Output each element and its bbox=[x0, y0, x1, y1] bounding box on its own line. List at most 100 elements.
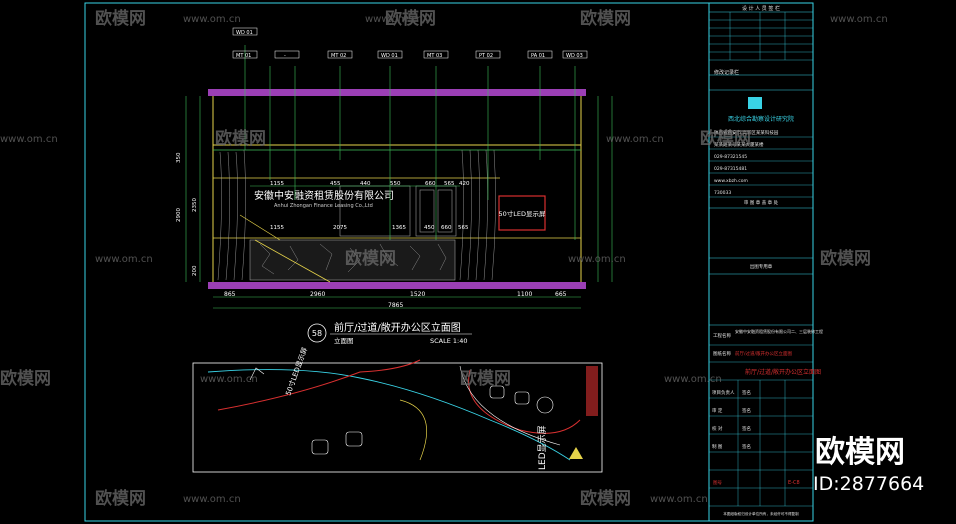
svg-text:029-87321545: 029-87321545 bbox=[714, 154, 747, 160]
wood-panel-texture bbox=[217, 149, 496, 281]
svg-text:项目负责人: 项目负责人 bbox=[712, 389, 735, 396]
svg-text:签名: 签名 bbox=[742, 407, 751, 414]
svg-text:安徽中安融资租赁股份有限公司二、三层装修工程: 安徽中安融资租赁股份有限公司二、三层装修工程 bbox=[735, 328, 823, 334]
svg-text:1520: 1520 bbox=[410, 291, 425, 298]
svg-text:欧模网: 欧模网 bbox=[95, 8, 146, 29]
company-sign-cn: 安徽中安融资租赁股份有限公司 bbox=[254, 189, 394, 202]
svg-text:陕西省西安市 高新区某某科技园: 陕西省西安市 高新区某某科技园 bbox=[714, 129, 779, 136]
svg-text:665: 665 bbox=[555, 291, 567, 298]
svg-text:www.om.cn: www.om.cn bbox=[183, 494, 241, 505]
svg-text:制 图: 制 图 bbox=[712, 443, 723, 450]
plan-led-label-right: LED显示屏 bbox=[537, 425, 548, 470]
ceiling-bar bbox=[208, 89, 586, 96]
svg-text:WD 01: WD 01 bbox=[381, 53, 398, 59]
svg-text:440: 440 bbox=[360, 181, 371, 187]
company-sign-en: Anhui Zhongan Finance Leasing Co.,Ltd bbox=[274, 203, 373, 209]
height-dims: 350 2900 2350 200 bbox=[176, 152, 198, 276]
svg-text:图纸名称: 图纸名称 bbox=[713, 350, 731, 357]
svg-text:MT 02: MT 02 bbox=[331, 53, 346, 59]
plan-led-label-left: 50寸LED显示屏 bbox=[283, 346, 309, 397]
svg-text:签名: 签名 bbox=[742, 443, 751, 450]
svg-text:www.om.cn: www.om.cn bbox=[650, 494, 708, 505]
svg-text:某某路某号某某大厦某楼: 某某路某号某某大厦某楼 bbox=[714, 141, 764, 148]
institute-name: 西北综合勘察设计研究院 bbox=[728, 115, 794, 123]
drawing-number: 58 bbox=[312, 329, 322, 338]
title-block-frame bbox=[708, 2, 814, 522]
svg-text:MT 03: MT 03 bbox=[427, 53, 442, 59]
callout-leaders bbox=[244, 45, 576, 240]
floor-bar bbox=[208, 282, 586, 289]
svg-text:欧模网: 欧模网 bbox=[580, 488, 631, 509]
svg-text:MT 01: MT 01 bbox=[236, 53, 251, 59]
brand-stamp-name: 欧模网 bbox=[815, 435, 905, 470]
svg-text:1155: 1155 bbox=[270, 225, 284, 231]
svg-text:1100: 1100 bbox=[517, 291, 532, 298]
svg-text:www.om.cn: www.om.cn bbox=[95, 254, 153, 265]
svg-text:1155: 1155 bbox=[270, 181, 284, 187]
svg-text:200: 200 bbox=[192, 265, 198, 276]
svg-text:660: 660 bbox=[441, 225, 452, 231]
approval-table: 项目负责人 签名 审 定 签名 校 对 签名 制 图 签名 bbox=[712, 389, 751, 450]
plan-view: 50寸LED显示屏 LED显示屏 bbox=[192, 346, 603, 473]
svg-text:前厅/过道/敞开办公区立面图: 前厅/过道/敞开办公区立面图 bbox=[735, 350, 793, 357]
svg-text:420: 420 bbox=[459, 181, 470, 187]
svg-text:修改记录栏: 修改记录栏 bbox=[714, 69, 739, 76]
callout-boxes: WD 01 MT 01 - MT 02 WD 01 MT 03 PT 02 PA… bbox=[232, 27, 588, 59]
svg-text:欧模网: 欧模网 bbox=[820, 248, 871, 269]
svg-text:-: - bbox=[284, 53, 286, 59]
svg-text:设 计 人 员 签 栏: 设 计 人 员 签 栏 bbox=[742, 5, 780, 12]
svg-text:450: 450 bbox=[424, 225, 435, 231]
svg-text:前厅/过道/敞开办公区立面图: 前厅/过道/敞开办公区立面图 bbox=[745, 368, 821, 376]
svg-text:E-C8: E-C8 bbox=[788, 480, 800, 486]
svg-text:欧模网: 欧模网 bbox=[700, 128, 751, 149]
svg-text:本图纸版权归设计单位所有，未经许可不得复制: 本图纸版权归设计单位所有，未经许可不得复制 bbox=[723, 511, 799, 516]
marker-triangle bbox=[569, 447, 583, 459]
svg-text:签名: 签名 bbox=[742, 425, 751, 432]
brand-stamp: 欧模网 ID:2877664 bbox=[813, 435, 924, 495]
svg-text:校 对: 校 对 bbox=[712, 425, 723, 432]
svg-text:www.om.cn: www.om.cn bbox=[365, 14, 423, 25]
svg-text:2960: 2960 bbox=[310, 291, 325, 298]
brand-stamp-id: ID:2877664 bbox=[813, 473, 924, 495]
svg-text:欧模网: 欧模网 bbox=[0, 368, 51, 389]
svg-text:PT 02: PT 02 bbox=[479, 53, 493, 59]
svg-text:www.om.cn: www.om.cn bbox=[200, 374, 258, 385]
svg-text:签名: 签名 bbox=[742, 389, 751, 396]
svg-text:565: 565 bbox=[458, 225, 469, 231]
svg-text:欧模网: 欧模网 bbox=[580, 8, 631, 29]
svg-text:730033: 730033 bbox=[714, 190, 731, 196]
svg-text:2075: 2075 bbox=[333, 225, 347, 231]
svg-text:WD 03: WD 03 bbox=[566, 53, 583, 59]
svg-text:www.xbzh.com: www.xbzh.com bbox=[714, 178, 748, 184]
svg-text:550: 550 bbox=[390, 181, 401, 187]
bottom-dims: 865 2960 1520 1100 665 7865 bbox=[224, 291, 567, 309]
svg-text:审 定: 审 定 bbox=[712, 407, 723, 414]
svg-text:7865: 7865 bbox=[388, 302, 403, 309]
svg-text:1365: 1365 bbox=[392, 225, 406, 231]
svg-text:www.om.cn: www.om.cn bbox=[830, 14, 888, 25]
svg-text:www.om.cn: www.om.cn bbox=[183, 14, 241, 25]
svg-text:欧模网: 欧模网 bbox=[215, 128, 266, 149]
svg-text:2350: 2350 bbox=[192, 198, 198, 212]
svg-text:欧模网: 欧模网 bbox=[460, 368, 511, 389]
svg-text:350: 350 bbox=[176, 152, 182, 163]
svg-text:图号: 图号 bbox=[713, 480, 722, 486]
svg-text:欧模网: 欧模网 bbox=[345, 248, 396, 269]
drawing-subtitle: 立面图 bbox=[334, 336, 354, 345]
svg-text:2900: 2900 bbox=[176, 208, 182, 222]
svg-text:660: 660 bbox=[425, 181, 436, 187]
svg-text:www.om.cn: www.om.cn bbox=[0, 134, 58, 145]
led-screen bbox=[498, 195, 546, 231]
svg-text:欧模网: 欧模网 bbox=[95, 488, 146, 509]
svg-text:455: 455 bbox=[330, 181, 341, 187]
watermarks: 欧模网 欧模网 欧模网 欧模网 欧模网 欧模网 欧模网 欧模网 欧模网 欧模网 … bbox=[0, 8, 888, 509]
drawing-title: 58 前厅/过道/敞开办公区立面图 立面图 SCALE 1:40 bbox=[307, 321, 472, 345]
svg-text:029-87315481: 029-87315481 bbox=[714, 166, 747, 172]
drawing-title-text: 前厅/过道/敞开办公区立面图 bbox=[334, 321, 461, 334]
dims-top-row: 1155 455 440 550 660 565 420 bbox=[270, 181, 470, 187]
institute-logo bbox=[748, 97, 762, 109]
svg-text:www.om.cn: www.om.cn bbox=[568, 254, 626, 265]
drawing-scale: SCALE 1:40 bbox=[430, 337, 468, 345]
svg-text:出图专用章: 出图专用章 bbox=[750, 263, 773, 270]
